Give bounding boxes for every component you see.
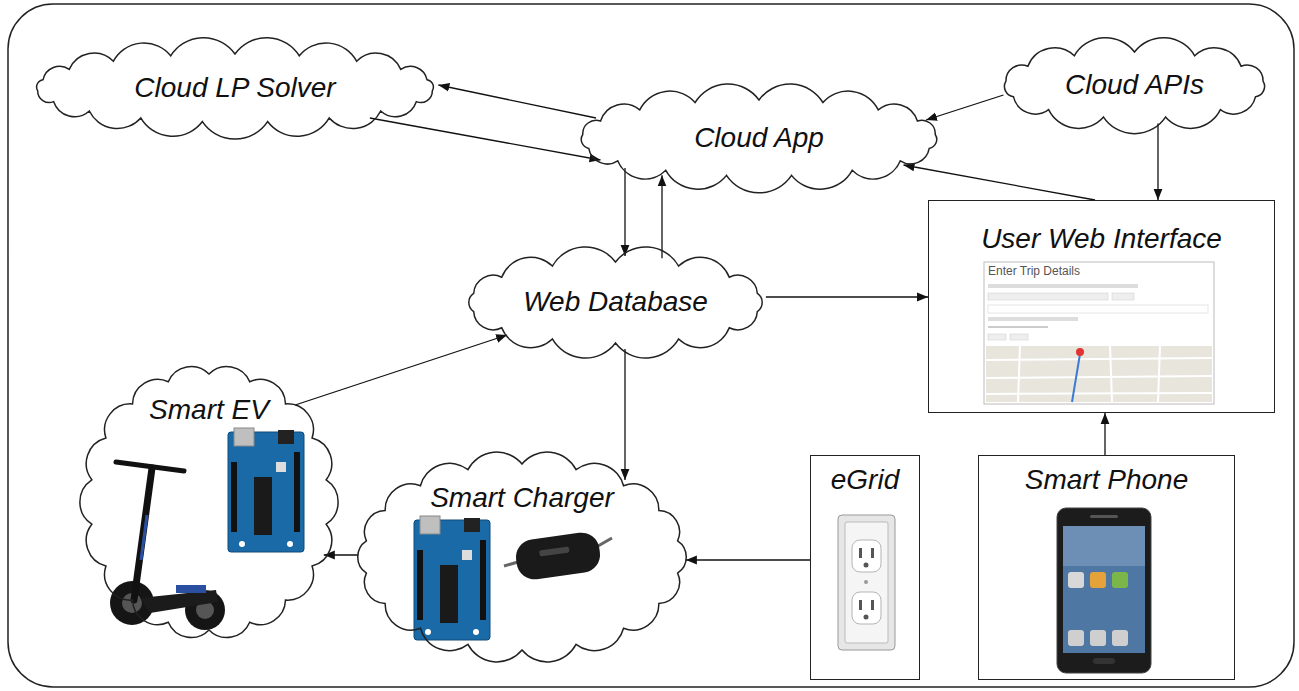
node-label: Cloud APIs [1065, 69, 1204, 101]
component-box: eGrid [810, 455, 920, 680]
cloud-node: Cloud App [570, 88, 948, 188]
flow-arrow [370, 118, 601, 160]
arduino-board-picture [414, 516, 490, 640]
flow-arrow [766, 296, 928, 297]
node-label: Cloud App [694, 122, 824, 154]
cloud-node: Cloud LP Solver [25, 42, 445, 134]
flow-arrow [624, 168, 625, 256]
cloud-node: Cloud APIs [993, 40, 1276, 130]
flow-arrow [926, 95, 1004, 120]
arduino-board-picture [228, 428, 304, 552]
flow-arrow [686, 559, 810, 560]
web-form-screenshot [984, 262, 1214, 404]
flow-arrow [295, 335, 507, 405]
cloud-node: Smart Charger [352, 452, 692, 662]
scooter-picture [110, 462, 225, 630]
node-label: Smart Phone [1025, 464, 1188, 496]
node-label: Smart EV [149, 394, 269, 426]
cloud-node: Web Database [458, 250, 773, 355]
node-label: Cloud LP Solver [134, 72, 335, 104]
flow-arrow [661, 175, 662, 258]
wall-outlet-picture [838, 515, 895, 650]
flow-arrow [904, 165, 1096, 200]
outer-frame [8, 4, 1294, 687]
component-box: Smart Phone [978, 455, 1235, 680]
smartphone-picture [1057, 508, 1151, 673]
flow-arrow [324, 554, 358, 555]
flow-arrow [1157, 123, 1158, 200]
flow-arrow [438, 85, 596, 118]
node-label: Smart Charger [430, 482, 614, 514]
cloud-node: Smart EV [78, 362, 340, 642]
flow-arrow [624, 349, 625, 480]
component-box: User Web Interface [928, 200, 1275, 413]
flow-arrow [1104, 413, 1105, 455]
node-label: Web Database [523, 286, 708, 318]
charger-brick-picture [504, 530, 612, 581]
screenshot-heading: Enter Trip Details [988, 264, 1080, 278]
node-label: eGrid [831, 464, 899, 496]
node-label: User Web Interface [981, 223, 1222, 255]
